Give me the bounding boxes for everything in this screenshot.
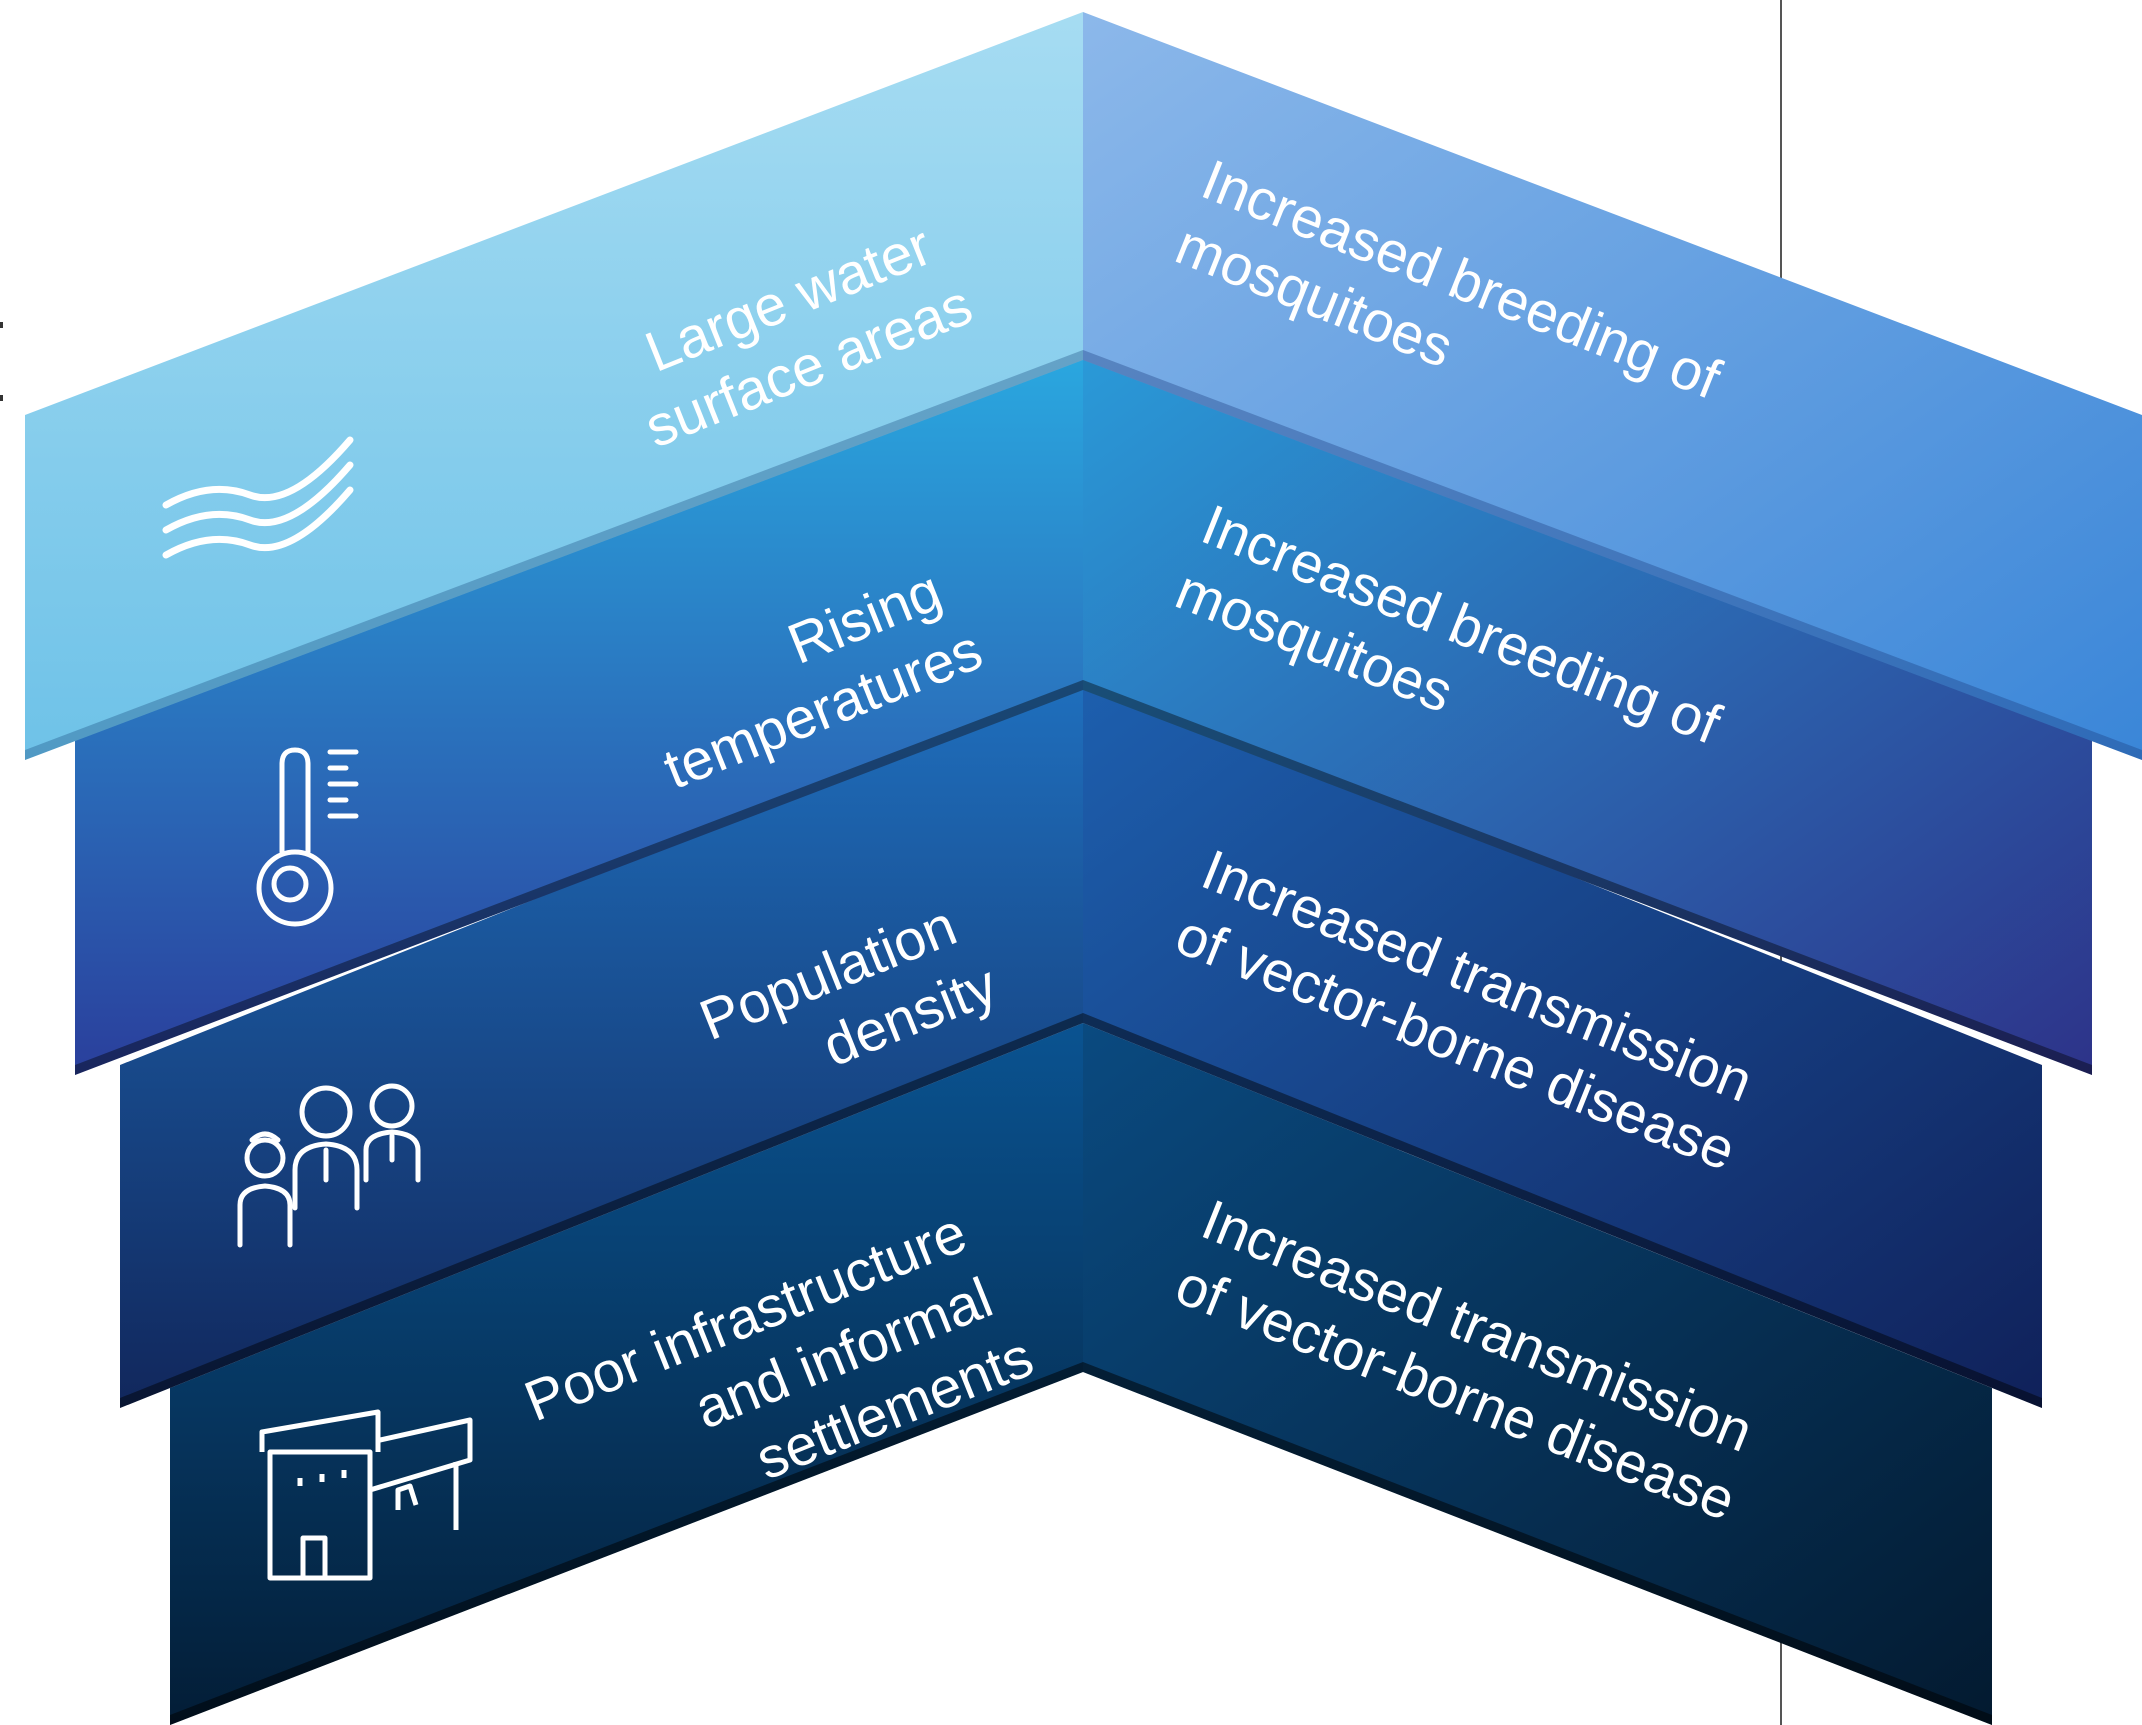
layer-1-right-face xyxy=(1083,12,2142,760)
layer-4-right-face xyxy=(1083,1023,1992,1725)
edge-mark-1 xyxy=(0,322,3,328)
thermometer-icon xyxy=(256,747,359,927)
layer-3-right-face xyxy=(1083,680,2042,1408)
layer-2-bottom-edge xyxy=(75,680,1083,1075)
layer-1-bottom-edge-right xyxy=(1083,350,2142,760)
edge-mark-2 xyxy=(0,395,3,401)
layer-3-bottom-edge xyxy=(120,1013,1083,1408)
layer-4-left-face xyxy=(170,1023,1083,1725)
layer-1-left-face xyxy=(25,12,1083,760)
layer-1-bottom-edge xyxy=(25,350,1083,760)
layer-2-right-face xyxy=(1083,350,2092,1075)
layer-2-bottom-edge-right xyxy=(1083,680,2092,1075)
layer-4-bottom-edge xyxy=(170,1362,1083,1725)
layer-3-left-face xyxy=(120,680,1083,1408)
layer-1: Large water surface areas Increased bree… xyxy=(25,12,2142,760)
layer-2-left-face xyxy=(75,350,1083,1075)
layer-3: Population density Increased transmissio… xyxy=(120,680,2042,1408)
layer-2: Rising temperatures Increased breeding o… xyxy=(75,350,2092,1075)
layer-4: Poor infrastructure and informal settlem… xyxy=(170,1023,1992,1725)
waves-icon xyxy=(162,436,354,559)
layer-3-bottom-edge-right xyxy=(1083,1013,2042,1408)
people-icon xyxy=(237,1083,421,1248)
buildings-icon xyxy=(259,1409,473,1581)
layer-4-bottom-edge-right xyxy=(1083,1362,1992,1725)
